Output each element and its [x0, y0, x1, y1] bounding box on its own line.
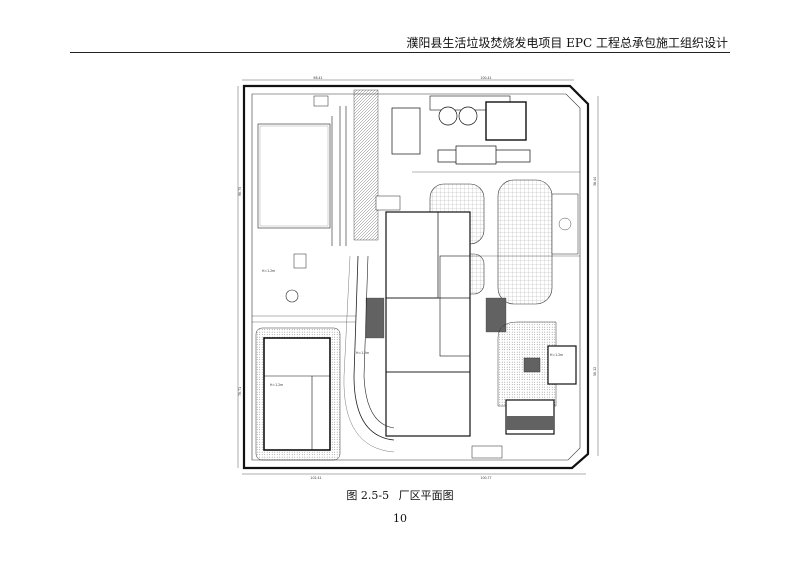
dimension-right-lower: 58.12 [593, 367, 597, 376]
dimension-bottom-left: 102.41 [310, 476, 321, 480]
curved-road [353, 255, 395, 441]
page-number: 10 [393, 512, 407, 525]
building-top-c [485, 101, 527, 141]
building-right-small [547, 345, 577, 385]
building-top-a [391, 107, 421, 155]
building-bottom-left [263, 337, 331, 451]
dimension-top-left: 98.41 [313, 76, 322, 80]
dimension-left: 98.75 [238, 187, 242, 196]
figure-caption-text: 厂区平面图 [398, 489, 454, 502]
page-header-title: 濮阳县生活垃圾焚烧发电项目 EPC 工程总承包施工组织设计 [406, 36, 728, 50]
elevation-note-b: H=1.2m [262, 269, 275, 273]
tank-2 [458, 106, 478, 126]
elevation-note-d: H=1.2m [356, 351, 369, 355]
header-divider [70, 52, 730, 53]
dimension-lines [237, 79, 599, 475]
sports-court [551, 193, 579, 255]
dark-block [523, 357, 541, 373]
plant-hatch-right [485, 297, 507, 333]
dimension-right: 36.44 [593, 177, 597, 186]
dimension-bottom-right: 100.77 [480, 476, 491, 480]
hatched-strip [353, 89, 379, 241]
dimension-left-lower: 78.71 [238, 387, 242, 396]
building-top-d-inner [455, 145, 497, 165]
figure-caption: 图 2.5-5 厂区平面图 [0, 487, 800, 503]
elevation-note-c: H=1.2m [550, 353, 563, 357]
plot-top-left-inner [259, 125, 329, 227]
plot-top-left [257, 123, 331, 229]
round-feature [285, 289, 299, 303]
elevation-note-a: H=1.2m [270, 383, 283, 387]
dimension-top-right: 100.41 [480, 76, 491, 80]
site-boundary [242, 84, 590, 470]
tank-1 [438, 106, 458, 126]
main-plant [385, 211, 471, 437]
site-plan-drawing: 98.41 100.41 102.41 100.77 98.75 78.71 3… [237, 76, 599, 480]
figure-caption-number: 图 2.5-5 [346, 489, 390, 502]
round-plot-2 [497, 179, 553, 305]
inner-road-edge [251, 93, 581, 461]
plant-hatch-left [365, 297, 385, 339]
